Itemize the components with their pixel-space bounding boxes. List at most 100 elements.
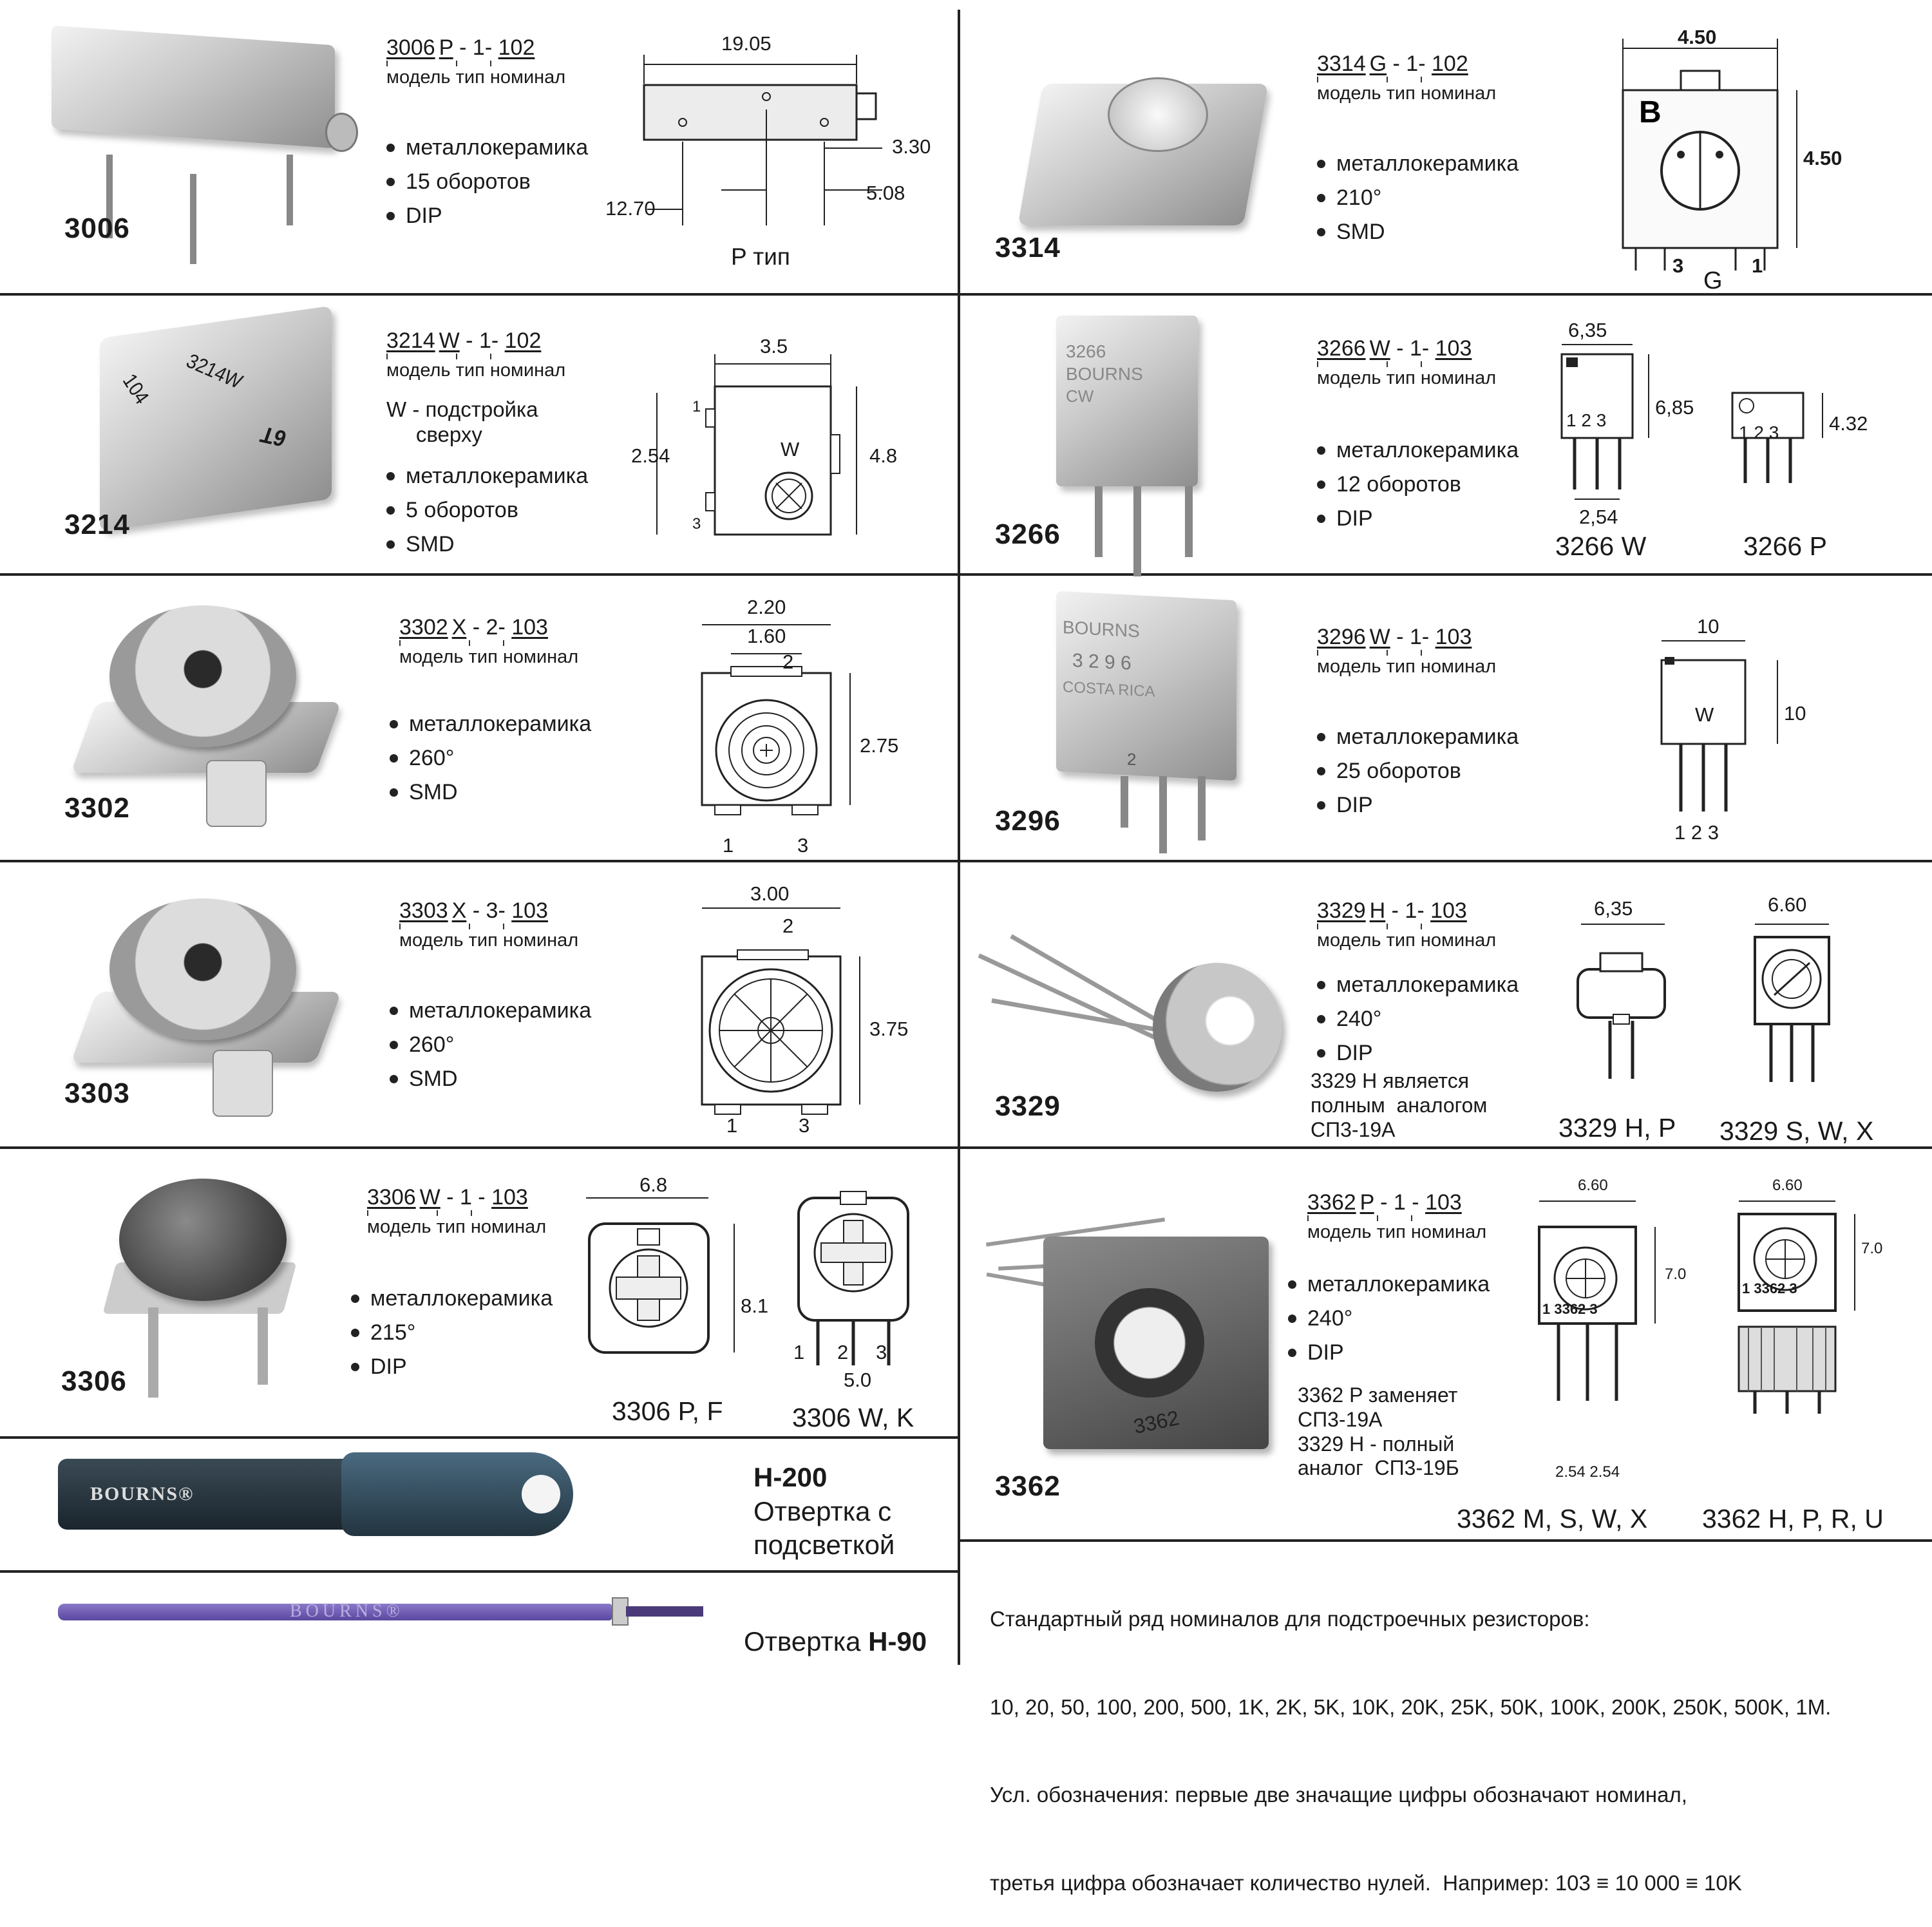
caption-3006: P тип [731,243,790,270]
footer-notes: Стандартный ряд номиналов для подстроечн… [990,1546,1831,1927]
svg-text:B: B [1639,95,1662,129]
h90-title: H-90 [868,1626,927,1656]
dim-3302-w1: 2.20 [747,596,786,618]
dim-3329-w2: 6.60 [1768,893,1807,916]
photo-3296: BOURNS 3 2 9 6 COSTA RICA 2 [1056,591,1236,781]
pin-3306-2: 2 [837,1341,849,1363]
dim-3362-w1: 6.60 [1578,1177,1608,1194]
pin-3302-2: 2 [782,650,794,673]
photo-h200: BOURNS® [58,1452,586,1536]
part-number-3314: 3314 [995,232,1061,263]
pin-3306-1: 1 [793,1341,805,1363]
letter-3296-w: W [1695,703,1714,726]
h200-brand: BOURNS® [90,1483,194,1505]
photo-3306-legs [148,1307,277,1404]
photo-3266: 3266 BOURNS CW [1056,316,1198,486]
dim-3303-height: 3.75 [869,1018,909,1040]
dim-3006-len: 12.70 [605,197,656,220]
part-number-3303: 3303 [64,1077,130,1109]
row-divider-1 [0,293,1932,296]
pin-3314-3: 3 [1672,254,1684,277]
photo-3296-text-model: 3 2 9 6 [1072,649,1132,674]
caption-3266-p: 3266 P [1743,531,1827,561]
row-divider-4 [0,1146,1932,1149]
photo-3329-body [1153,963,1282,1092]
photo-3266-pins [1088,486,1204,576]
photo-3314-rotor [1108,77,1208,152]
dim-3302-w2: 1.60 [747,625,786,647]
caption-3329-hp: 3329 H, P [1558,1113,1676,1143]
pin-3302-1: 1 [723,834,734,857]
pin-3303-1: 1 [726,1114,738,1137]
dim-3266-height: 6,85 [1655,396,1694,419]
pins-3362-top: 1 3362 3 [1742,1280,1797,1296]
dim-3296-height: 10 [1784,702,1806,725]
photo-3006 [52,25,335,149]
pin-3214-3: 3 [692,515,701,533]
part-number-3006: 3006 [64,213,130,244]
footer-line-3: Усл. обозначения: первые две значащие ци… [990,1783,1687,1807]
dim-3006-width: 19.05 [721,32,772,55]
h200-title: H-200 [753,1462,828,1492]
dim-3266-h2: 4.32 [1829,412,1868,435]
photo-3214-text-model: 3214W [182,350,247,394]
dim-3006-h1: 3.30 [892,135,931,158]
row-divider-5-left [0,1436,959,1439]
dim-3214-pitch: 2.54 [631,444,670,467]
pin-3303-3: 3 [799,1114,810,1137]
pin-3303-2: 2 [782,915,794,937]
part-number-3296: 3296 [995,805,1061,837]
center-divider [958,10,960,1665]
part-number-3266: 3266 [995,518,1061,550]
part-number-3329: 3329 [995,1090,1061,1122]
dim-3362-w2: 6.60 [1772,1177,1803,1194]
part-number-3214: 3214 [64,509,130,540]
photo-3266-text-model: 3266 [1066,341,1106,361]
h200-line2: подсветкой [753,1530,895,1560]
photo-3302-rotor [109,605,296,747]
photo-3296-text-brand: BOURNS [1063,617,1140,641]
dim-3302-height: 2.75 [860,734,899,757]
h200-line1: Отвертка с [753,1495,892,1526]
photo-3362-label: 3362 [1131,1406,1182,1439]
h90-brand: BOURNS® [290,1601,404,1621]
dim-3266-pitch: 2,54 [1579,506,1618,528]
dim-3329-w1: 6,35 [1594,897,1633,920]
photo-3006-knob [325,113,358,152]
pin-3306-3: 3 [876,1341,887,1363]
row-divider-3 [0,860,1932,862]
photo-3296-pins [1108,776,1224,853]
dim-3303-width: 3.00 [750,882,790,905]
footer-line-2: 10, 20, 50, 100, 200, 500, 1K, 2K, 5K, 1… [990,1694,1832,1719]
photo-3296-text-origin: COSTA RICA [1063,678,1155,701]
photo-3214-text-6t: 6T [257,421,290,451]
row-divider-2 [0,573,1932,576]
caption-3362-msw: 3362 M, S, W, X [1457,1504,1648,1533]
note-3214: W - подстройка сверху [386,397,538,446]
caption-3329-swx: 3329 S, W, X [1719,1116,1874,1146]
photo-3214-text-104: 104 [118,370,153,409]
part-number-3306: 3306 [61,1365,127,1397]
pin-3214-1: 1 [692,398,701,415]
caption-3306-pf: 3306 P, F [612,1396,723,1426]
pins-3266-w: 1 2 3 [1566,410,1607,430]
h200-label: H-200 Отвертка с подсветкой [753,1461,895,1562]
photo-h90: BOURNS® [58,1597,703,1626]
pin-3314-1: 1 [1752,254,1763,277]
caption-3362-hpru: 3362 H, P, R, U [1702,1504,1884,1533]
